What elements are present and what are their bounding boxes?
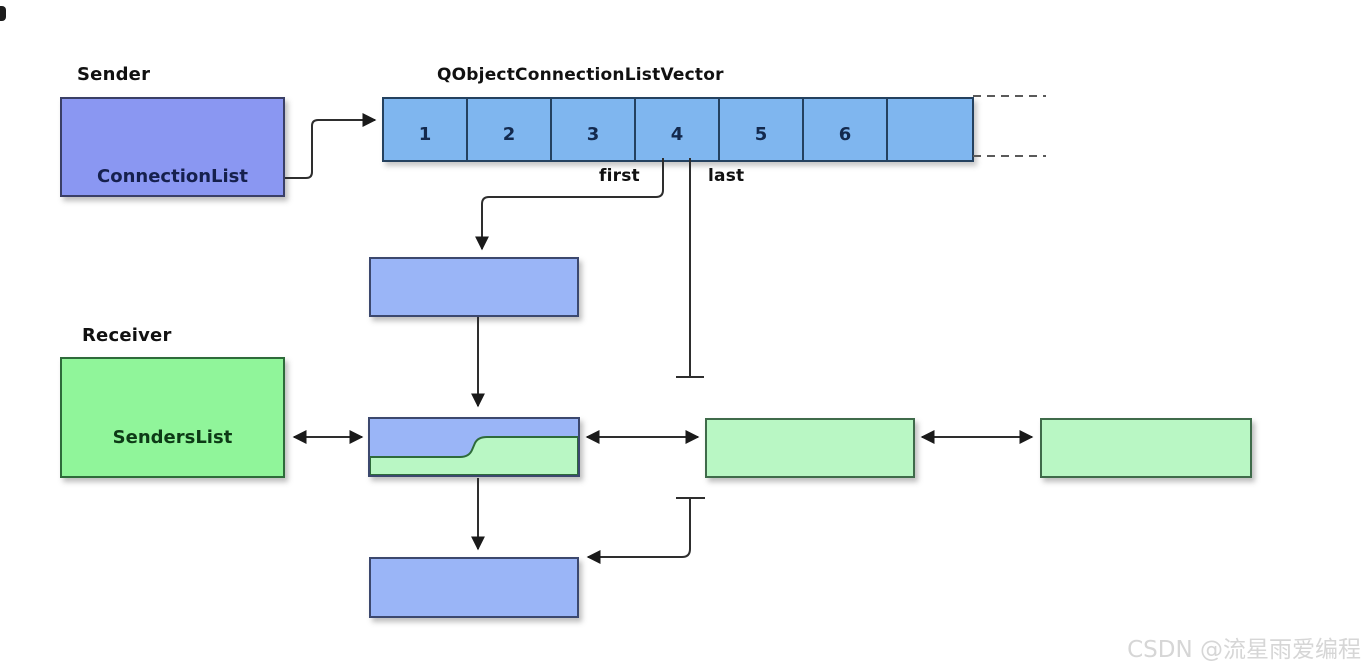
arrow-hook-to-lower [586,498,691,564]
sender-entry-node-1 [705,418,915,478]
receiver-label: Receiver [82,325,172,346]
vector-cell-1: 1 [384,99,468,160]
arrow-sender-to-vector [285,113,377,179]
connection-node-lower [369,557,579,618]
first-pointer-label: first [599,166,640,186]
vector-cell-5: 5 [720,99,804,160]
sender-entry-node-2 [1040,418,1252,478]
csdn-watermark: CSDN @流星雨爱编程 [1127,637,1361,663]
senders-list-label: SendersList [112,427,233,448]
vector-cell-6: 6 [804,99,888,160]
screen-edge-artifact [0,6,6,21]
last-pointer-label: last [708,166,745,186]
sender-object-box: ConnectionList [60,97,285,197]
receiver-object-box: SendersList [60,357,285,478]
vector-cell-2: 2 [468,99,552,160]
connection-list-vector: 1 2 3 4 5 6 [382,97,974,162]
vector-title: QObjectConnectionListVector [437,65,724,85]
split-node-graphic [368,417,580,477]
vector-cell-3: 3 [552,99,636,160]
connection-node-upper [369,257,579,317]
sender-label: Sender [77,64,151,85]
vector-cell-empty [888,99,972,160]
vector-cell-4: 4 [636,99,720,160]
connection-list-label: ConnectionList [97,166,248,187]
connection-node-split [368,417,580,477]
